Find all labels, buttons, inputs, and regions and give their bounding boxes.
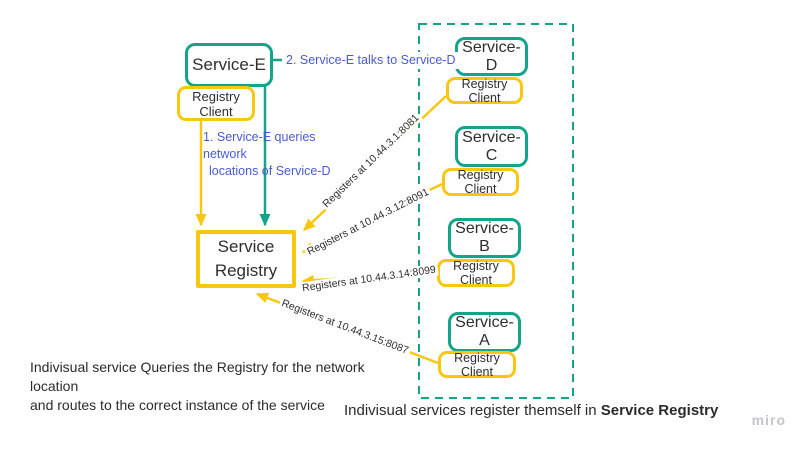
service-d-node[interactable]: Service-D — [455, 37, 528, 76]
registry-client-label: Registry Client — [457, 168, 504, 196]
service-registry-label-line2: Registry — [214, 261, 278, 280]
service-registry-node[interactable]: Service Registry — [196, 230, 296, 288]
caption-register-description: Indivisual services register themself in… — [344, 402, 718, 419]
annotation-queries-line2: locations of Service-D — [209, 164, 331, 178]
service-a-label: Service-A — [455, 314, 514, 349]
service-d-label: Service-D — [462, 38, 521, 74]
miro-watermark: miro — [751, 412, 786, 428]
annotation-queries-network: 1. Service-E queries network locations o… — [203, 129, 353, 180]
caption-query-description: Indivisual service Queries the Registry … — [30, 358, 410, 415]
service-c-registry-client-node[interactable]: Registry Client — [442, 168, 519, 196]
registered-services-group-border — [418, 23, 574, 399]
service-c-label: Service-C — [462, 128, 521, 164]
service-e-node[interactable]: Service-E — [185, 43, 273, 87]
registry-client-label: Registry Client — [454, 350, 500, 379]
service-b-label: Service-B — [455, 220, 514, 255]
caption-query-line1: Indivisual service Queries the Registry … — [30, 359, 365, 394]
service-registry-label-line1: Service — [217, 237, 275, 256]
service-b-node[interactable]: Service-B — [448, 218, 521, 258]
caption-register-bold: Service Registry — [600, 402, 719, 419]
service-a-registry-client-node[interactable]: Registry Client — [438, 350, 516, 379]
registry-client-label: Registry Client — [192, 88, 240, 119]
caption-query-line2: and routes to the correct instance of th… — [30, 397, 325, 413]
service-b-registry-client-node[interactable]: Registry Client — [437, 259, 515, 287]
registry-client-label: Registry Client — [453, 259, 499, 287]
caption-register-prefix: Indivisual services register themself in — [344, 402, 601, 419]
service-c-node[interactable]: Service-C — [455, 126, 528, 167]
service-e-registry-client-node[interactable]: Registry Client — [177, 86, 255, 121]
annotation-queries-line1: 1. Service-E queries network — [203, 130, 316, 161]
registry-client-label: Registry Client — [461, 76, 508, 105]
service-e-label: Service-E — [192, 55, 266, 74]
annotation-talks-to-service-d: 2. Service-E talks to Service-D — [282, 52, 460, 69]
service-d-registry-client-node[interactable]: Registry Client — [446, 76, 523, 105]
service-a-node[interactable]: Service-A — [448, 312, 521, 352]
